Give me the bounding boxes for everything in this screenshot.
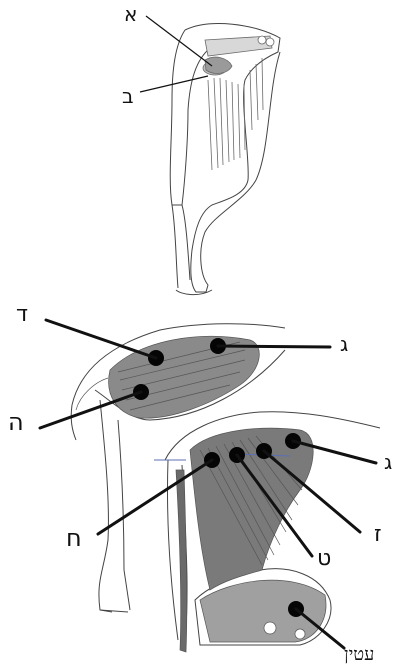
- label-alef: א: [124, 4, 137, 24]
- label-gimel-upper: ג: [340, 334, 348, 354]
- leader-g-upper: [218, 346, 330, 347]
- label-dalet: ד: [16, 304, 28, 326]
- leader-d: [46, 320, 156, 358]
- label-zayin: ז: [374, 524, 382, 546]
- upper-limb-muscles: [203, 36, 274, 170]
- label-het: ח: [66, 526, 82, 550]
- label-tet: ט: [317, 548, 331, 570]
- label-bet: ב: [122, 86, 134, 106]
- label-heel: עטין: [344, 646, 374, 664]
- label-he: ה: [8, 410, 24, 434]
- label-gimel-lower: ג: [384, 452, 392, 472]
